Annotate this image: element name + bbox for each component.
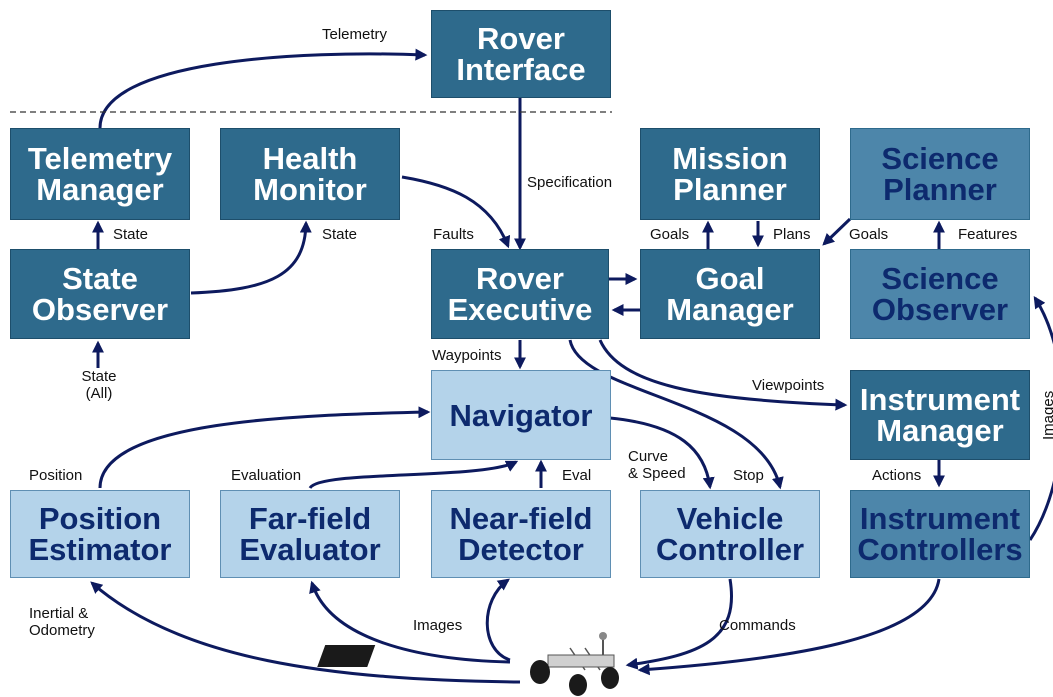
arrow-faults — [401, 175, 511, 249]
label-inertial-odometry: Inertial &Odometry — [29, 605, 95, 639]
arrow-instrument-rover — [637, 578, 941, 676]
label-telemetry: Telemetry — [322, 26, 388, 43]
label-state-all: State(All) — [81, 368, 117, 402]
arrow-telemetry — [98, 48, 428, 129]
arrow-position — [98, 406, 431, 489]
arrow-curve-speed — [609, 416, 715, 490]
label-waypoints: Waypoints — [432, 347, 502, 364]
label-goals-sp: Goals — [849, 226, 889, 243]
arrow-stop — [568, 339, 784, 490]
label-images-bottom: Images — [413, 617, 463, 634]
label-commands: Commands — [719, 617, 796, 634]
arrow-images-ff — [309, 580, 511, 664]
arrow-viewpoints — [598, 339, 848, 411]
arrow-inertial — [90, 581, 521, 684]
navigator-box: Navigator — [431, 370, 611, 460]
arrow-images-nf — [485, 578, 511, 662]
label-features: Features — [958, 226, 1018, 243]
arrow-commands — [625, 578, 733, 670]
label-curve-speed: Curve& Speed — [628, 448, 686, 482]
label-images-right: Images — [1040, 390, 1053, 440]
label-stop: Stop — [733, 467, 764, 484]
label-state-tm: State — [113, 226, 149, 243]
arrow-evaluation — [308, 460, 519, 490]
label-evaluation: Evaluation — [231, 467, 302, 484]
label-eval: Eval — [562, 467, 592, 484]
label-specification: Specification — [527, 174, 613, 191]
rover-image — [317, 632, 619, 696]
label-actions: Actions — [872, 467, 922, 484]
label-viewpoints: Viewpoints — [752, 377, 825, 394]
label-goals-mp: Goals — [650, 226, 690, 243]
arrow-images-right — [1028, 295, 1053, 541]
label-position: Position — [29, 467, 83, 484]
label-state-hm: State — [322, 226, 358, 243]
label-faults: Faults — [433, 226, 474, 243]
arrow-state-hm — [190, 220, 312, 295]
label-plans: Plans — [773, 226, 811, 243]
arrow-goals-sp — [822, 217, 852, 246]
